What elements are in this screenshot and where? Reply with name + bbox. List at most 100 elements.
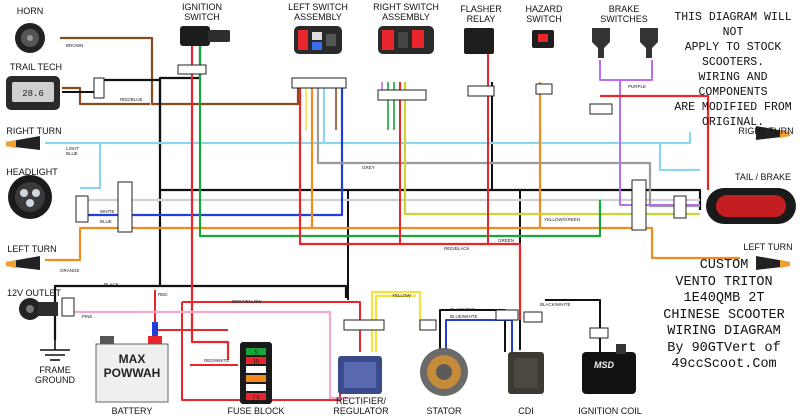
wire-blue [78,82,344,217]
wire-label-red-white: RED/WHITE [204,358,230,363]
right-turn-lamp-right [756,126,790,140]
wire-label-red-black: RED/BLACK [444,246,470,251]
fuse-slot [246,375,266,382]
wire-pink [70,310,350,400]
outlet-12v-device [19,298,58,320]
ignition-switch-device [180,26,230,46]
horn-label: HORN [16,6,44,16]
wire-label-orange: ORANGE [60,268,80,273]
ignition-switch-label: IGNITION SWITCH [182,2,222,22]
wire-label-blue-white: BLUE/WHITE [450,314,478,319]
wire-label-yellow-green: YELLOW/GREEN [544,217,581,222]
wire-label-red-blue: RED/BLUE [120,97,143,102]
wire-label-brown: BROWN [66,43,84,48]
left-turn-left-label: LEFT TURN [7,244,57,254]
battery-label: BATTERY [111,406,153,416]
stator-device [420,348,468,396]
wire-label-light-blue: LIGHT BLUE [66,146,80,156]
connector [377,89,427,101]
headlight-label: HEADLIGHT [6,167,58,177]
connector [419,319,437,331]
fuse-slot [246,384,266,391]
stator-label: STATOR [426,406,462,416]
wire-black-red [439,309,506,352]
coil-brand-text: MSD [594,360,615,370]
flasher-relay-label: FLASHER RELAY [460,4,502,24]
wire-black-top [158,40,202,148]
ignition-coil-label: IGNITION COIL [578,406,642,416]
connector [117,181,133,233]
hazard-switch-device [532,30,554,48]
wire-purple [599,60,700,206]
fuse-slot [246,357,266,364]
wire-label-pink: PINK [82,314,93,319]
connector [93,77,105,99]
wire-orange [45,82,740,262]
wire-red-black [298,82,522,320]
connector [177,64,207,75]
tail-brake-lamp [706,188,796,224]
right-turn-left-label: RIGHT TURN [6,126,62,136]
connector [535,83,553,95]
diagram-title: CUSTOM VENTO TRITON 1E40QMB 2T CHINESE S… [663,258,785,372]
left-switch-label: LEFT SWITCH ASSEMBLY [288,2,348,22]
wire-label-red-yellow: RED/YELLOW [232,299,262,304]
fuse-slot [246,366,266,373]
wire-label-purple: PURPLE [628,84,647,89]
connector [631,179,647,231]
wire-label-yellow: YELLOW [392,293,411,298]
frame-ground-label: FRAME GROUND [35,365,75,385]
wire-label-black-red: BLACK/RED [450,307,476,312]
ignition-coil-device: MSD [582,344,636,394]
rectifier-label: RECTIFIER/ REGULATOR [333,396,389,416]
wire-switch-fan [387,82,395,130]
wire-yellow-green [403,82,700,216]
connector [495,309,519,321]
connector [589,103,613,115]
wire-label-red: RED [158,292,168,297]
left-turn-right-label: LEFT TURN [743,242,793,252]
rectifier-device [338,356,382,394]
wire-label-grey: GREY [362,165,375,170]
battery-brand-label: MAX POWWAH [103,352,161,380]
flasher-relay-device [464,28,494,54]
right-turn-right-label: RIGHT TURN [738,126,794,136]
wire-black-main [160,188,702,210]
headlight-device [8,175,52,219]
wire-red-main [190,40,230,360]
fuse-block-label: FUSE BLOCK [227,406,285,416]
connector [291,77,347,89]
wire-red-blue [62,86,150,106]
right-switch-device [378,26,434,54]
fuse-label: 5 [255,350,258,356]
wire-red-right [600,94,710,190]
connector [343,319,385,331]
wire-label-green: GREEN [498,238,515,243]
wire-brown [60,36,300,106]
connector [61,297,75,317]
wire-light-blue [45,82,700,190]
right-switch-label: RIGHT SWITCH ASSEMBLY [373,2,439,22]
hazard-switch-label: HAZARD SWITCH [525,4,563,24]
horn-device [15,23,45,53]
left-turn-lamp-right [756,256,790,270]
fuse-label: 7.5 [253,395,260,401]
cdi-label: CDI [518,406,534,416]
wire-label-black: BLACK [104,282,119,287]
wire-label-blue: BLUE [100,219,112,224]
disclaimer-note: THIS DIAGRAM WILL NOT APPLY TO STOCK SCO… [674,11,792,129]
wire-label-black-white: BLACK/WHITE [540,302,571,307]
right-turn-lamp-left [6,136,40,150]
trail-tech-label: TRAIL TECH [9,62,62,72]
wire-red-yellow [182,301,361,352]
brake-switches-label: BRAKE SWITCHES [600,4,648,24]
fuse-label: 10 [253,359,259,365]
wires [45,36,740,401]
connector [673,195,687,219]
left-turn-lamp-left [6,256,40,270]
connector [523,311,543,323]
connector [467,85,495,97]
fuse-slot [246,393,266,400]
fuse-slot [246,348,266,355]
